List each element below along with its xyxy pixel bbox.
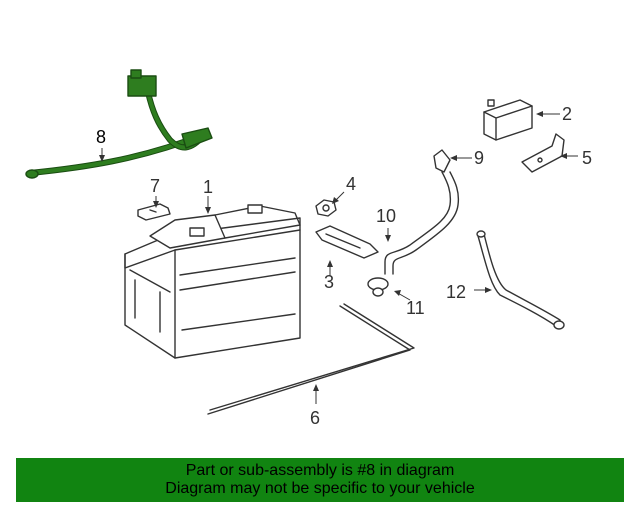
parts-diagram: 1 2 3 4 5 6 7 8 9 10 11 12 — [25, 69, 592, 428]
part-2-module[interactable] — [483, 99, 533, 141]
part-7-cover[interactable] — [137, 203, 171, 221]
banner-line-2: Diagram may not be specific to your vehi… — [165, 480, 475, 497]
part-5-bracket[interactable] — [521, 133, 565, 173]
leader-lines — [101, 113, 578, 404]
callout-5: 5 — [582, 148, 592, 168]
callout-2: 2 — [562, 104, 572, 124]
part-3-bracket[interactable] — [315, 225, 379, 259]
callout-8: 8 — [96, 127, 106, 147]
leader-arrowheads — [99, 111, 567, 391]
callout-7: 7 — [150, 176, 160, 196]
callout-11: 11 — [406, 298, 425, 318]
part-9-elbow[interactable] — [433, 149, 451, 173]
callout-6: 6 — [310, 408, 320, 428]
part-8-battery-cable[interactable] — [25, 69, 213, 179]
callout-10: 10 — [376, 206, 396, 226]
part-12-ground-strap[interactable] — [476, 230, 565, 330]
part-1-battery[interactable] — [124, 204, 301, 359]
info-banner: Part or sub-assembly is #8 in diagram Di… — [16, 458, 624, 502]
part-4-nut[interactable] — [315, 199, 337, 217]
callout-9: 9 — [474, 148, 484, 168]
part-11-grommet[interactable] — [367, 277, 389, 297]
callout-12: 12 — [446, 282, 466, 302]
callout-1: 1 — [203, 177, 213, 197]
banner-line-1: Part or sub-assembly is #8 in diagram — [185, 462, 455, 479]
callout-4: 4 — [346, 174, 356, 194]
part-6-rod[interactable] — [207, 303, 415, 415]
part-10-vent-hose[interactable] — [384, 171, 460, 275]
callout-3: 3 — [324, 272, 334, 292]
